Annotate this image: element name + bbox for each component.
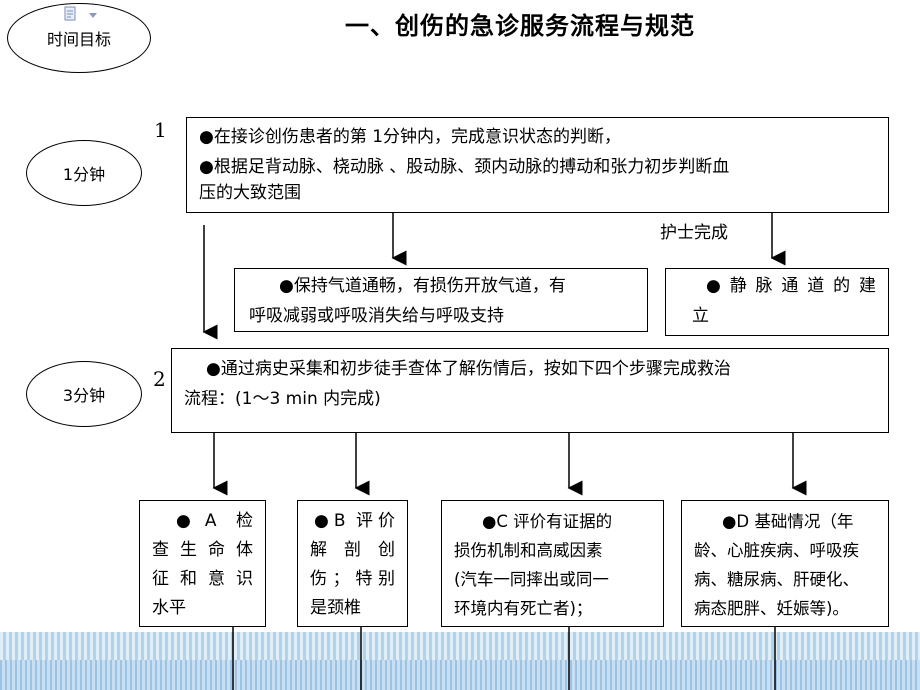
iv-access-box: ●静脉通道的建 立 <box>665 268 889 336</box>
step-d-line-4: 病态肥胖、妊娠等)。 <box>694 599 849 618</box>
step-d-line-3: 病、糖尿病、肝硬化、 <box>694 570 859 589</box>
nurse-complete-label: 护士完成 <box>660 223 728 243</box>
step-a-line-2: 查生命体 <box>152 540 253 560</box>
step-a-line-3: 征和意识 <box>152 569 253 589</box>
page-title: 一、创伤的急诊服务流程与规范 <box>345 12 695 40</box>
step-a-box: ●A 检 查生命体 征和意识 水平 <box>139 500 266 627</box>
oval-1-minute: 1分钟 <box>26 140 142 206</box>
iv-line-2: 立 <box>692 306 709 326</box>
step-b-line-3: 伤；特别 <box>310 569 395 589</box>
step1-box: ●在接诊创伤患者的第 1分钟内，完成意识状态的判断， ●根据足背动脉、桡动脉 、… <box>186 117 889 213</box>
step2-line-1: ●通过病史采集和初步徒手查体了解伤情后，按如下四个步骤完成救治 <box>206 359 731 379</box>
bottom-stripe-decoration-dark <box>0 660 920 690</box>
step-d-line-2: 龄、心脏疾病、呼吸疾 <box>694 541 859 560</box>
step-number-1: 1 <box>154 118 167 142</box>
airway-box: ●保持气道通畅，有损伤开放气道，有 呼吸减弱或呼吸消失给与呼吸支持 <box>234 268 648 332</box>
step-c-box: ●C 评价有证据的 损伤机制和高威因素 (汽车一同摔出或同一 环境内有死亡者)； <box>441 500 664 627</box>
step1-line-2: ●根据足背动脉、桡动脉 、股动脉、颈内动脉的搏动和张力初步判断血 <box>199 157 730 177</box>
iv-line-1: ●静脉通道的建 <box>706 276 876 296</box>
time-goal-oval: 时间目标 <box>7 3 151 73</box>
airway-line-1: ●保持气道通畅，有损伤开放气道，有 <box>279 276 566 296</box>
step-a-line-4: 水平 <box>152 598 186 618</box>
step-number-2: 2 <box>153 367 166 391</box>
airway-line-2: 呼吸减弱或呼吸消失给与呼吸支持 <box>249 306 504 326</box>
step-a-line-1: ●A 检 <box>176 511 253 531</box>
step-c-line-1: ●C 评价有证据的 <box>482 512 613 531</box>
step1-line-1: ●在接诊创伤患者的第 1分钟内，完成意识状态的判断， <box>199 127 622 147</box>
step2-box: ●通过病史采集和初步徒手查体了解伤情后，按如下四个步骤完成救治 流程：(1～3 … <box>171 348 889 433</box>
time-goal-label: 时间目标 <box>46 30 111 49</box>
step-c-line-4: 环境内有死亡者)； <box>454 599 593 618</box>
step-b-box: ●B 评价 解剖创 伤；特别 是颈椎 <box>297 500 408 627</box>
oval-3-minutes-label: 3分钟 <box>62 386 106 405</box>
step-b-line-2: 解剖创 <box>310 540 395 560</box>
oval-3-minutes: 3分钟 <box>26 361 142 427</box>
step-b-line-4: 是颈椎 <box>310 598 361 618</box>
oval-1-minute-label: 1分钟 <box>62 165 106 184</box>
step-d-box: ●D 基础情况（年 龄、心脏疾病、呼吸疾 病、糖尿病、肝硬化、 病态肥胖、妊娠等… <box>681 500 889 627</box>
step-b-line-1: ●B 评价 <box>314 511 395 531</box>
step-c-line-3: (汽车一同摔出或同一 <box>454 570 609 589</box>
step-c-line-2: 损伤机制和高威因素 <box>454 541 603 560</box>
step1-line-3: 压的大致范围 <box>199 183 301 203</box>
step2-line-2: 流程：(1～3 min 内完成) <box>184 389 381 409</box>
step-d-line-1: ●D 基础情况（年 <box>722 512 854 531</box>
